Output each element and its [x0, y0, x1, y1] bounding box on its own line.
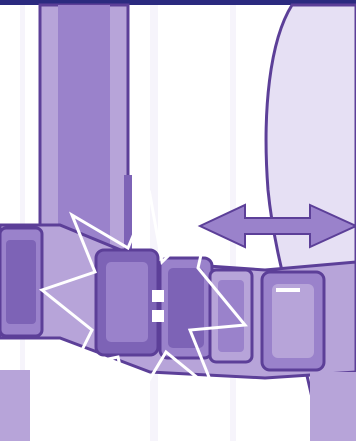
click-burst-icon [38, 189, 248, 417]
double-arrow-icon [197, 203, 356, 249]
buckle-assembly [94, 248, 326, 372]
top-border [0, 0, 356, 5]
lower-strap [0, 370, 356, 441]
shoulder-strap [38, 3, 132, 262]
